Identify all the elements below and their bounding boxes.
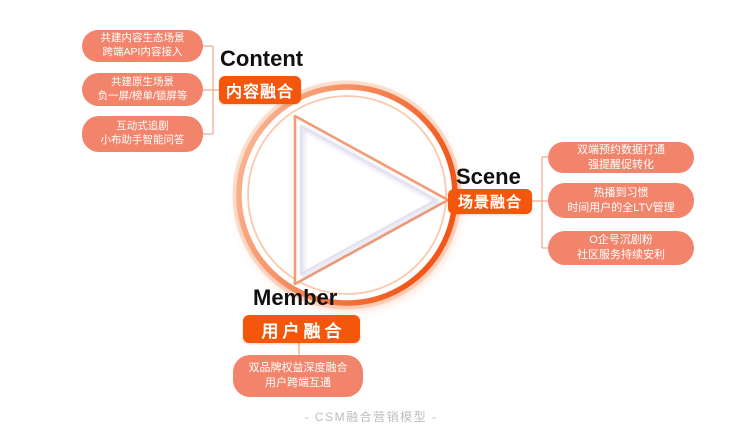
play-icon: [293, 114, 450, 286]
pill-line: 强提醒促转化: [588, 158, 654, 171]
scene-badge: 场景融合: [448, 189, 532, 214]
pill-line: 跨端API内容接入: [102, 46, 183, 58]
pill-line: 互动式追剧: [116, 120, 169, 133]
pill-line: 双品牌权益深度融合: [248, 362, 348, 375]
fusion-ring-inner: [247, 95, 447, 295]
pill-line: O企号沉剧粉: [589, 234, 653, 247]
diagram-caption: - CSM融合营销模型 -: [304, 410, 438, 424]
pill-line: 时间用户的全LTV管理: [567, 201, 675, 214]
content-pill-1: 共建内容生态场景 跨端API内容接入: [82, 30, 203, 62]
member-pill-1: 双品牌权益深度融合 用户跨端互通: [233, 355, 363, 397]
pill-line: 双端预约数据打通: [577, 143, 665, 156]
content-title: Content: [220, 46, 304, 71]
scene-pill-3: O企号沉剧粉 社区服务持续安利: [548, 231, 694, 265]
pill-line: 社区服务持续安利: [577, 249, 665, 261]
member-badge: 用户融合: [243, 315, 360, 343]
scene-pill-1: 双端预约数据打通 强提醒促转化: [548, 142, 694, 173]
content-pill-3: 互动式追剧 小布助手智能问答: [82, 116, 203, 152]
pill-line: 负一屏/榜单/锁屏等: [97, 89, 188, 102]
scene-pill-2: 热播到习惯 时间用户的全LTV管理: [548, 183, 694, 218]
pill-line: 用户跨端互通: [265, 377, 331, 389]
pill-line: 共建原生场景: [111, 75, 174, 88]
play-icon-inner: [299, 124, 438, 276]
pill-line: 热播到习惯: [593, 186, 649, 199]
content-badge: 内容融合: [219, 76, 301, 104]
pill-line: 共建内容生态场景: [100, 32, 185, 45]
content-pill-2: 共建原生场景 负一屏/榜单/锁屏等: [82, 73, 203, 106]
scene-title: Scene: [456, 164, 521, 189]
member-title: Member: [253, 285, 338, 310]
pill-line: 小布助手智能问答: [100, 134, 185, 146]
connector-lines: [202, 45, 548, 355]
